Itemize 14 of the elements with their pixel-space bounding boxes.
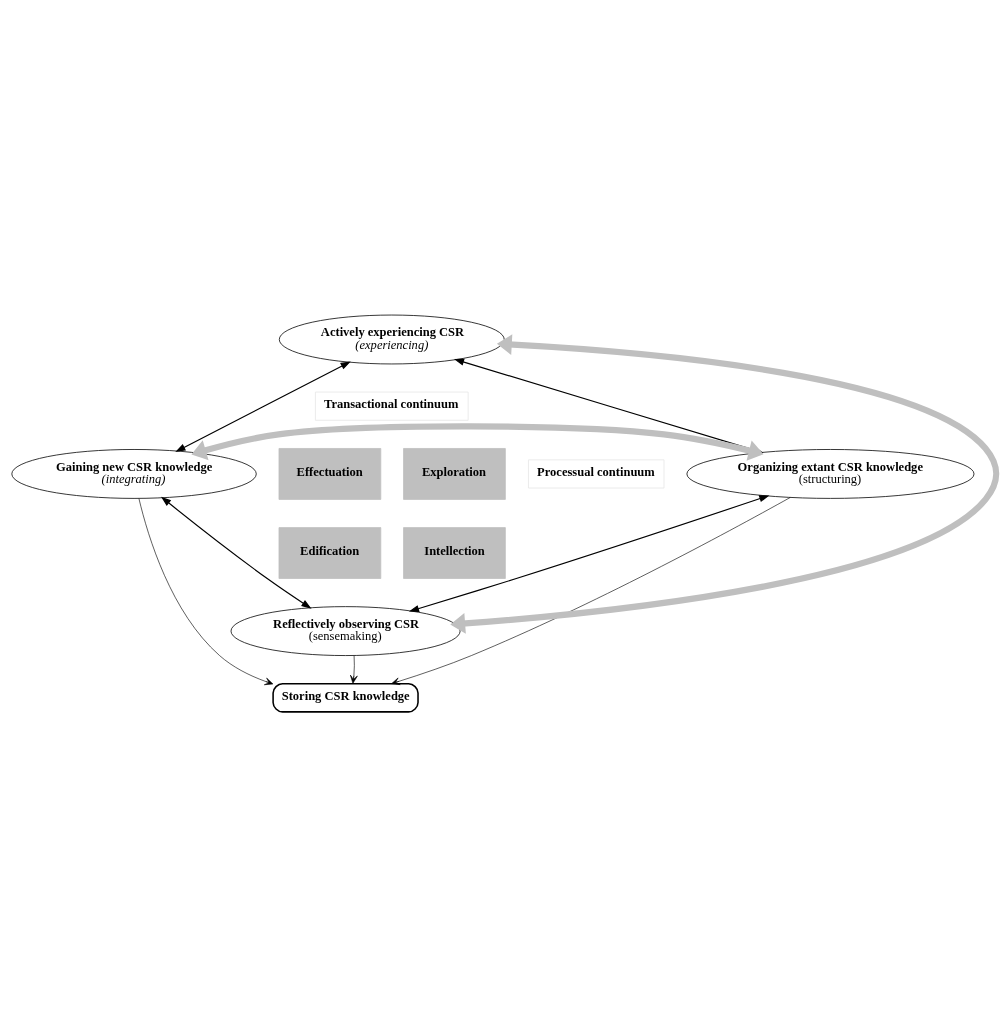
node-ellipse: Organizing extant CSR knowledge (structuring): [686, 449, 975, 499]
node-box: Storing CSR knowledge: [272, 682, 419, 713]
node-box: Effectuation: [278, 448, 382, 500]
arrow: [175, 361, 351, 452]
arrow: [450, 334, 1000, 634]
node-box: Intellection: [403, 527, 506, 579]
arrow: [138, 498, 274, 686]
arrow: [408, 495, 770, 612]
node-box: Exploration: [403, 448, 506, 500]
arrow: [350, 655, 358, 684]
arrow: [161, 496, 312, 609]
arrow: [391, 497, 791, 685]
node-ellipse: Gaining new CSR knowledge (integrating): [11, 449, 257, 499]
node-box: Edification: [278, 527, 382, 579]
